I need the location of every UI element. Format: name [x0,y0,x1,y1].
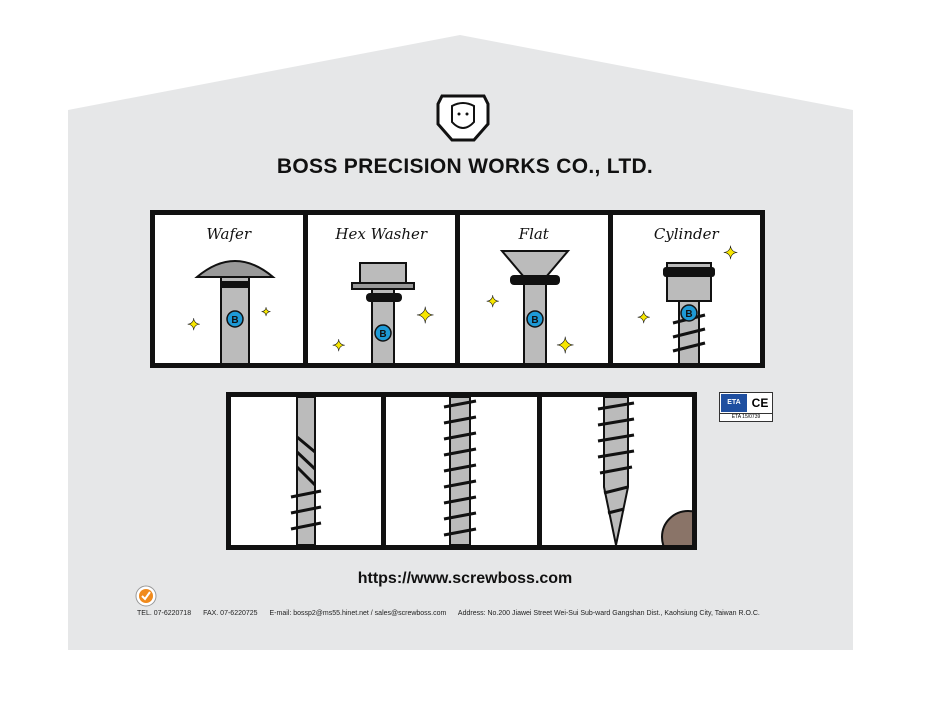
svg-text:B: B [379,329,386,340]
svg-text:B: B [231,315,238,326]
screw-tip-panel [226,392,697,550]
lion-logo-icon [436,94,490,142]
tip-cell-thread [386,397,542,545]
svg-text:B: B [685,309,692,320]
svg-text:✦: ✦ [187,317,200,334]
contact-footer: TEL. 07-6220718 FAX. 07-6220725 E-mail: … [137,610,770,617]
sgs-quality-icon [135,585,157,607]
head-label: Hex Washer [335,225,428,243]
flat-screw-icon: B ✦ ✦ [486,250,575,363]
eta-number: ETA 15/0739 [720,413,772,421]
svg-text:✦: ✦ [486,294,499,311]
svg-text:✦: ✦ [332,338,345,355]
eta-flag-icon: ETA [721,394,747,412]
fax: FAX. 07-6220725 [203,610,258,617]
address: Address: No.200 Jiawei Street Wei-Sui Su… [457,610,760,617]
telephone: TEL. 07-6220718 [137,610,192,617]
tip-cell-point [542,397,692,545]
head-cell-cylinder: Cylinder B ✦ ✦ [613,215,761,363]
svg-text:✦: ✦ [723,243,738,263]
svg-text:✦: ✦ [261,305,271,319]
head-cell-hex-washer: Hex Washer B ✦ ✦ [308,215,460,363]
wafer-screw-icon: B ✦ ✦ [187,260,276,363]
svg-text:✦: ✦ [416,303,434,328]
head-cell-flat: Flat B ✦ ✦ [460,215,613,363]
head-label: Flat [518,225,549,243]
thread-screw-icon [444,397,477,545]
tip-cell-drill [231,397,387,545]
svg-text:✦: ✦ [637,310,650,327]
point-screw-icon [597,397,692,545]
svg-text:✦: ✦ [556,333,574,358]
ce-mark: CE [751,396,769,410]
hex-washer-screw-icon: B ✦ ✦ [331,262,434,363]
cylinder-screw-icon: B ✦ ✦ [636,243,738,363]
website-link[interactable]: https://www.screwboss.com [357,570,573,587]
email[interactable]: E-mail: bossp2@ms55.hinet.net / sales@sc… [269,610,447,617]
company-title: BOSS PRECISION WORKS CO., LTD. [276,155,654,178]
head-cell-wafer: Wafer B ✦ ✦ [155,215,308,363]
sample-photo [660,510,692,545]
head-label: Wafer [206,225,252,243]
eta-ce-certification-badge: ETA CE ETA 15/0739 [719,392,773,422]
drill-screw-icon [290,397,322,545]
screw-head-panel: Wafer B ✦ ✦ Hex Washer B ✦ ✦ Flat [150,210,765,368]
svg-text:B: B [531,315,538,326]
head-label: Cylinder [653,225,719,243]
